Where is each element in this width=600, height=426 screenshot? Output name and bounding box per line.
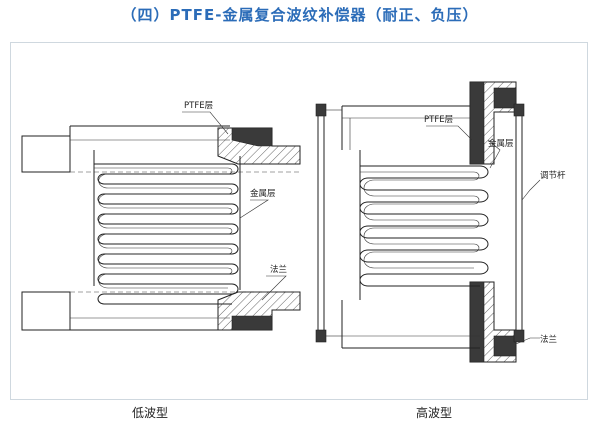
low-flange-label: 法兰 <box>270 264 287 275</box>
high-wave-caption: 高波型 <box>416 406 453 420</box>
low-metal-label: 金属层 <box>250 188 276 199</box>
high-right-adjust-rod <box>513 103 525 343</box>
high-ptfe-label: PTFE层 <box>424 115 453 125</box>
low-lower-pipe <box>21 291 300 331</box>
high-upper-flange <box>469 81 517 165</box>
low-metal-leader <box>239 199 270 219</box>
page-title: （四）PTFE-金属复合波纹补偿器（耐正、负压） <box>121 6 479 24</box>
high-flange-leader <box>515 337 540 345</box>
high-metal-label: 金属层 <box>488 138 514 149</box>
high-rod-label: 调节杆 <box>540 170 566 181</box>
high-rod-leader <box>521 179 541 201</box>
high-upper-pipe <box>341 105 480 280</box>
low-wave-drawing <box>21 111 301 331</box>
low-bellows <box>93 150 241 305</box>
high-ptfe-leader <box>426 125 473 141</box>
high-left-adjust-rod <box>315 103 342 343</box>
high-lower-flange <box>469 281 517 363</box>
low-ptfe-label: PTFE层 <box>184 101 213 111</box>
low-upper-pipe <box>21 125 300 173</box>
high-bellows <box>359 165 489 287</box>
low-ptfe-leader <box>182 111 229 135</box>
high-lower-pipe <box>341 280 480 349</box>
drawing-frame <box>10 42 588 400</box>
low-lower-flange <box>217 291 301 331</box>
high-flange-label: 法兰 <box>540 334 557 345</box>
low-flange-leader <box>261 275 287 301</box>
low-wave-caption: 低波型 <box>132 406 169 420</box>
high-metal-leader <box>487 139 501 169</box>
low-upper-flange <box>217 127 301 165</box>
high-wave-drawing <box>315 81 541 363</box>
